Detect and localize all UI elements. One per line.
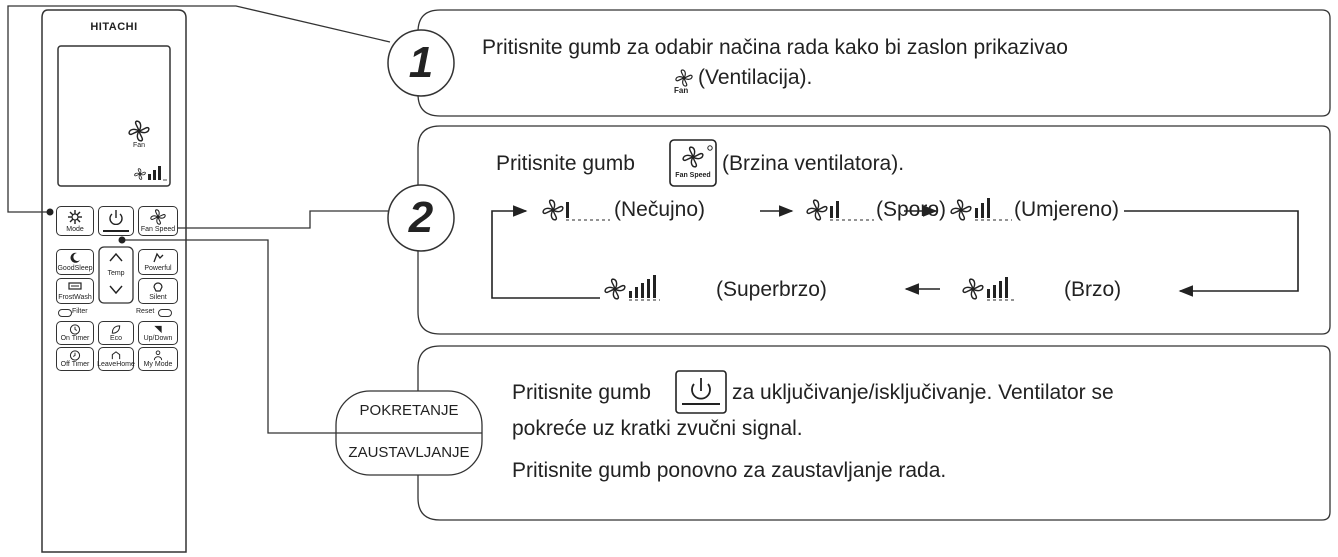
clock-icon [69, 324, 81, 335]
step1-number: 1 [408, 38, 434, 87]
reset-button[interactable] [158, 309, 172, 317]
frost-wash-icon [68, 282, 82, 290]
home-icon [111, 351, 121, 360]
step3-line-after: za uključivanje/isključivanje. Ventilato… [732, 381, 1114, 404]
temp-down-button[interactable] [100, 282, 132, 302]
up-down-button[interactable]: Up/Down [138, 321, 178, 345]
speed-silent-label: (Nečujno) [614, 198, 706, 221]
chevron-up-icon [109, 252, 123, 262]
good-sleep-label: GoodSleep [57, 265, 93, 272]
leaf-icon [111, 325, 121, 334]
step3-line3: Pritisnite gumb ponovno za zaustavljanje… [512, 459, 947, 482]
fan-speed-icon [150, 209, 166, 225]
powerful-button[interactable]: Powerful [138, 249, 178, 275]
eco-label: Eco [109, 335, 123, 342]
frost-wash-button[interactable]: FrostWash [56, 278, 94, 304]
start-label: POKRETANJE [359, 402, 459, 419]
step2-line-after: (Brzina ventilatora). [722, 152, 905, 175]
my-mode-label: My Mode [143, 361, 173, 368]
speed-medium-label: (Umjereno) [1014, 198, 1120, 221]
swing-icon [154, 325, 162, 334]
leave-home-label: LeaveHome [97, 361, 135, 368]
mode-icon [68, 210, 82, 224]
step2-circle [387, 184, 455, 252]
panel-step1 [417, 9, 1331, 117]
step3-line2: pokreće uz kratki zvučni signal. [512, 417, 803, 440]
my-mode-button[interactable]: My Mode [138, 347, 178, 371]
reset-label: Reset [136, 308, 155, 315]
speed-icon-4 [962, 277, 1016, 301]
frost-wash-label: FrostWash [58, 294, 92, 301]
panel-step2 [417, 125, 1331, 335]
step2-line-before: Pritisnite gumb [496, 152, 635, 175]
person-icon [153, 350, 163, 361]
panel-step3 [417, 345, 1331, 521]
silent-label: Silent [149, 294, 167, 301]
step1-line1: Pritisnite gumb za odabir načina rada ka… [482, 36, 1068, 59]
mode-button[interactable]: Mode [56, 206, 94, 236]
powerful-label: Powerful [144, 265, 172, 272]
cycle-arrow-left [491, 205, 600, 299]
remote-display [57, 45, 171, 187]
fan-speed-button[interactable]: Fan Speed [138, 206, 178, 236]
mode-label: Mode [66, 226, 84, 233]
clock-icon [69, 350, 81, 361]
up-down-label: Up/Down [143, 335, 173, 342]
connector-step1 [7, 5, 391, 213]
speed-icon-5 [604, 275, 660, 301]
inline-fan-icon [675, 69, 693, 87]
inline-power-button [675, 370, 727, 414]
speed-icon-1 [542, 199, 610, 221]
power-button[interactable] [98, 206, 134, 236]
fan-speed-inline-label: Fan Speed [675, 172, 711, 179]
step1-icon-label: Fan [674, 86, 689, 95]
power-icon [109, 210, 123, 225]
silent-icon [153, 282, 163, 292]
display-fan-icon [128, 120, 150, 142]
step1-line2: (Ventilacija). [698, 66, 813, 89]
temp-rocker [98, 246, 134, 304]
speed-icon-3 [950, 198, 1012, 221]
stop-label: ZAUSTAVLJANJE [348, 444, 470, 461]
good-sleep-button[interactable]: GoodSleep [56, 249, 94, 275]
connector-step3 [122, 239, 336, 434]
inline-fan-speed-button [669, 139, 717, 187]
step3-line-before: Pritisnite gumb [512, 381, 651, 404]
off-timer-button[interactable]: Off Timer [56, 347, 94, 371]
filter-label: Filter [72, 308, 88, 315]
chevron-down-icon [109, 285, 123, 295]
fan-speed-label: Fan Speed [140, 226, 176, 233]
speed-icon-2 [806, 199, 874, 221]
connector-step2 [164, 210, 388, 229]
temp-up-button[interactable] [100, 249, 132, 269]
off-timer-label: Off Timer [60, 361, 90, 368]
eco-button[interactable]: Eco [98, 321, 134, 345]
step1-circle [387, 29, 455, 97]
speed-super-label: (Superbrzo) [716, 278, 827, 301]
speed-high-label: (Brzo) [1064, 278, 1122, 301]
powerful-icon [153, 252, 164, 263]
step2-number: 2 [408, 193, 434, 242]
remote-brand: HITACHI [90, 21, 138, 33]
leave-home-button[interactable]: LeaveHome [97, 347, 135, 371]
on-timer-label: On Timer [60, 335, 90, 342]
speed-low-label: (Sporo) [876, 198, 947, 221]
display-mode-label: Fan [132, 142, 146, 149]
moon-icon [70, 252, 80, 263]
temp-label: Temp [107, 270, 125, 277]
silent-button[interactable]: Silent [138, 278, 178, 304]
on-timer-button[interactable]: On Timer [56, 321, 94, 345]
display-speed-icon [134, 166, 167, 181]
cycle-arrow-right [1124, 210, 1299, 297]
filter-button[interactable] [58, 309, 72, 317]
